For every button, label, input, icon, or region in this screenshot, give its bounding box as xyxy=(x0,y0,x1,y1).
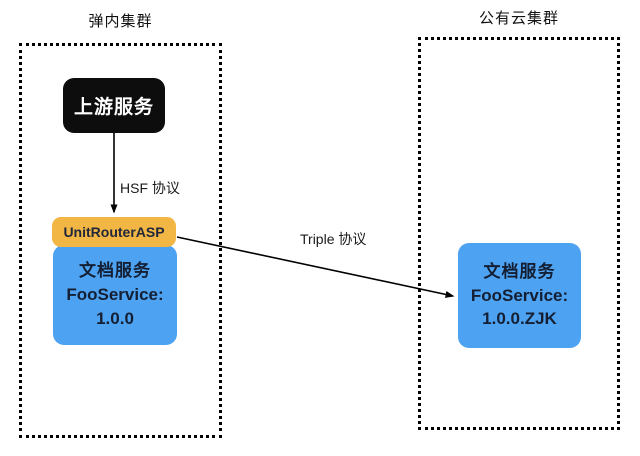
hsf-protocol-label: HSF 协议 xyxy=(120,180,180,196)
right-doc-service-title: 文档服务 xyxy=(483,261,556,281)
right-doc-service-version: 1.0.0.ZJK xyxy=(482,309,557,329)
unit-router-asp-label: UnitRouterASP xyxy=(63,224,165,240)
left-doc-service-title: 文档服务 xyxy=(79,261,151,281)
right-doc-service-node: 文档服务 FooService: 1.0.0.ZJK xyxy=(458,243,581,348)
left-doc-service-version: 1.0.0 xyxy=(96,308,134,328)
right-cluster-title: 公有云集群 xyxy=(478,10,559,27)
left-doc-service-node: 文档服务 FooService: 1.0.0 xyxy=(53,245,177,345)
unit-router-asp-node: UnitRouterASP xyxy=(52,217,176,247)
upstream-service-label: 上游服务 xyxy=(73,97,154,118)
right-doc-service-name: FooService: xyxy=(470,285,569,305)
left-cluster-title: 弹内集群 xyxy=(88,13,153,30)
left-doc-service-name: FooService: xyxy=(66,285,164,305)
upstream-service-node: 上游服务 xyxy=(63,78,165,133)
triple-protocol-label: Triple 协议 xyxy=(300,231,367,247)
right-cluster-border xyxy=(418,37,620,430)
